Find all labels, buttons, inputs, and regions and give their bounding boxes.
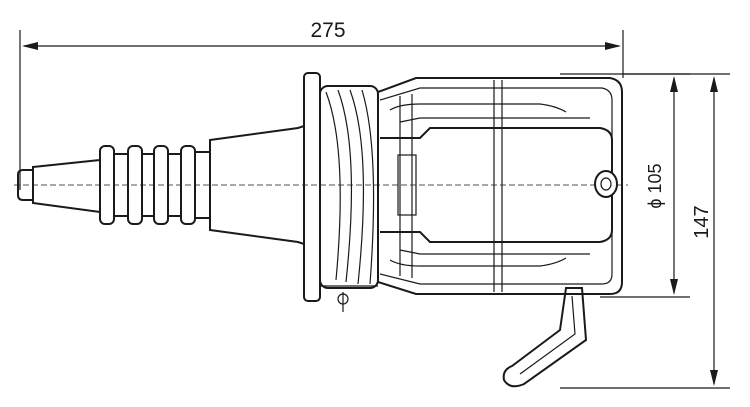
height-label: 147 — [691, 205, 713, 238]
diameter-arrow-bottom — [670, 279, 678, 295]
height-arrow-bottom — [710, 370, 718, 386]
cable-plug — [17, 158, 101, 214]
diameter-dimension: ϕ 105 — [560, 73, 690, 298]
diameter-label: ϕ 105 — [645, 163, 665, 208]
hook-eyelet — [594, 170, 618, 198]
rib-1 — [99, 145, 115, 225]
strain-relief-ribs — [99, 145, 210, 225]
length-dimension: 275 — [19, 19, 624, 190]
length-arrow-left — [22, 42, 38, 50]
collar-flange — [303, 72, 321, 302]
threaded-collar — [303, 72, 379, 312]
length-arrow-right — [605, 42, 621, 50]
rib-4 — [180, 145, 196, 225]
rib-2 — [127, 145, 143, 225]
bottom-hook — [502, 287, 588, 388]
length-label: 275 — [310, 19, 345, 42]
wire-bail-hook — [380, 127, 618, 243]
bulb-socket — [397, 154, 417, 216]
bulb-holder — [397, 154, 417, 216]
collar-thread-body — [319, 85, 379, 289]
rib-3 — [153, 145, 169, 225]
protective-guard — [377, 77, 623, 295]
diameter-arrow-top — [670, 76, 678, 92]
height-dimension: 147 — [560, 73, 730, 389]
height-arrow-top — [710, 76, 718, 92]
